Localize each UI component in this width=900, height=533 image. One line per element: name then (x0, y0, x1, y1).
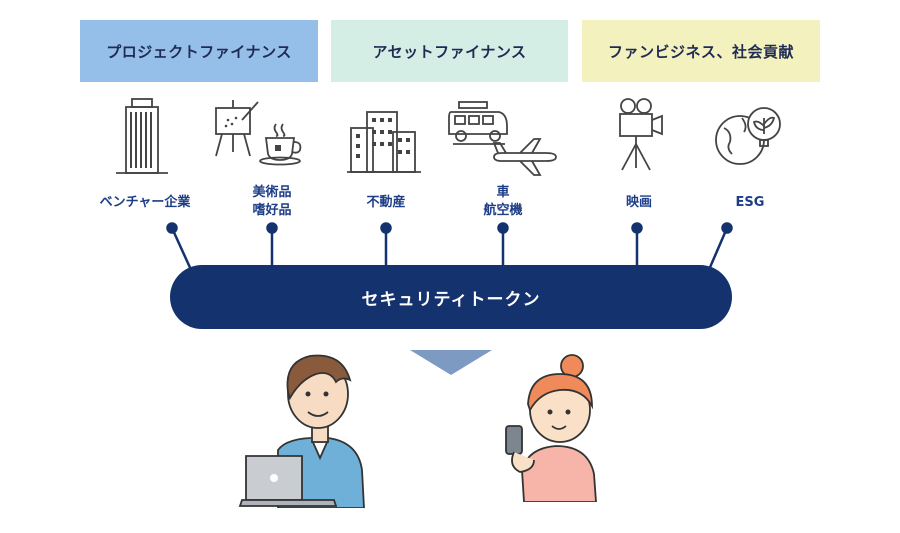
item-label-art: 美術品嗜好品 (252, 185, 292, 218)
connector-dot-vehicle (497, 222, 509, 234)
movie-camera-icon (619, 98, 663, 171)
category-asset-finance: アセットファイナンス (331, 20, 568, 82)
security-token-bar: セキュリティトークン (170, 265, 732, 329)
woman-with-smartphone-icon (505, 354, 597, 502)
easel-painting-icon (215, 100, 259, 157)
apartment-building-icon (347, 111, 421, 173)
item-label-esg: ESG (735, 195, 765, 210)
category-fan-business: ファンビジネス、社会貢献 (582, 20, 820, 82)
item-label-real-estate: 不動産 (366, 195, 406, 210)
connector-dot-film (631, 222, 643, 234)
van-icon (448, 101, 508, 145)
connector-dot-esg (721, 222, 733, 234)
item-label-film: 映画 (625, 195, 652, 210)
office-building-icon (116, 98, 168, 174)
category-project-finance: プロジェクトファイナンス (80, 20, 318, 82)
connector-dot-venture (166, 222, 178, 234)
airplane-icon (492, 138, 557, 176)
item-label-vehicle: 車航空機 (483, 185, 523, 218)
coffee-cup-icon (259, 123, 302, 166)
connector-dot-real-estate (380, 222, 392, 234)
connector-venture (170, 227, 194, 273)
item-label-venture: ベンチャー企業 (99, 195, 191, 210)
man-with-laptop-icon (238, 354, 365, 508)
globe-leaf-bulb-icon (715, 107, 781, 165)
connector-esg (706, 227, 729, 273)
connector-dot-art (266, 222, 278, 234)
